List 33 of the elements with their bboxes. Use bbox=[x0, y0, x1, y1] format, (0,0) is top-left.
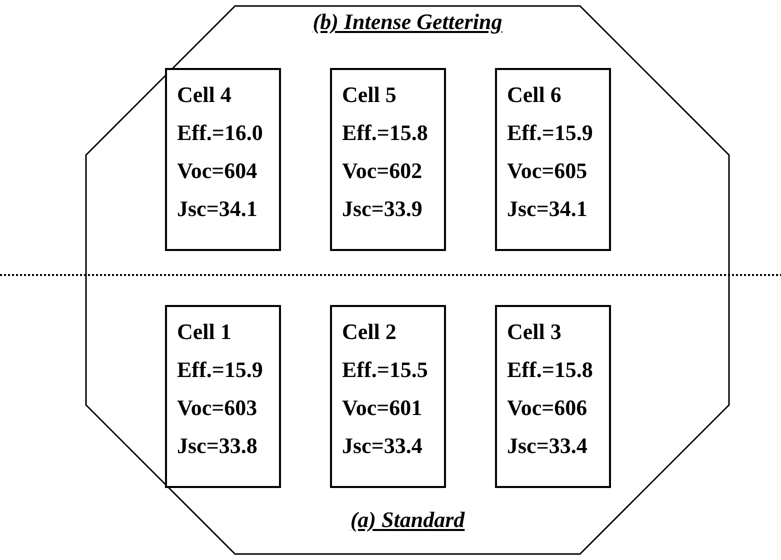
cell-box bbox=[330, 68, 446, 251]
cell-box bbox=[330, 305, 446, 488]
wafer-outline bbox=[85, 5, 730, 555]
cell-text: Eff.=15.8 bbox=[507, 356, 594, 384]
cell-text: Jsc=33.4 bbox=[342, 432, 424, 460]
region-heading: (a) Standard bbox=[350, 507, 465, 532]
cell-box bbox=[165, 305, 281, 488]
cell-text: Voc=602 bbox=[342, 157, 424, 185]
cell-text: Eff.=16.0 bbox=[177, 119, 264, 147]
cell-box bbox=[495, 305, 611, 488]
cell-text: Voc=605 bbox=[507, 157, 588, 185]
cell-text: Jsc=33.9 bbox=[342, 195, 424, 223]
cell-text: Voc=606 bbox=[507, 394, 588, 422]
cell-text: Jsc=33.4 bbox=[507, 432, 588, 460]
cell-text: Cell 6 bbox=[507, 81, 562, 109]
cell-text: Voc=604 bbox=[177, 157, 258, 185]
cell-box bbox=[495, 68, 611, 251]
cell-text: Cell 4 bbox=[177, 81, 232, 109]
cell-text: Eff.=15.9 bbox=[177, 356, 264, 384]
cell-box bbox=[165, 68, 281, 251]
cell-text: Cell 2 bbox=[342, 318, 398, 346]
region-heading: (b) Intense Gettering bbox=[312, 9, 502, 34]
cell-text: Cell 5 bbox=[342, 81, 398, 109]
cell-text: Cell 1 bbox=[177, 318, 232, 346]
cell-text: Jsc=34.1 bbox=[177, 195, 258, 223]
cell-text: Jsc=34.1 bbox=[507, 195, 588, 223]
cell-text: Voc=603 bbox=[177, 394, 258, 422]
cell-text: Eff.=15.8 bbox=[342, 119, 429, 147]
cell-text: Cell 3 bbox=[507, 318, 562, 346]
cell-text: Voc=601 bbox=[342, 394, 424, 422]
cell-text: Eff.=15.5 bbox=[342, 356, 429, 384]
cell-text: Jsc=33.8 bbox=[177, 432, 258, 460]
cell-text: Eff.=15.9 bbox=[507, 119, 594, 147]
